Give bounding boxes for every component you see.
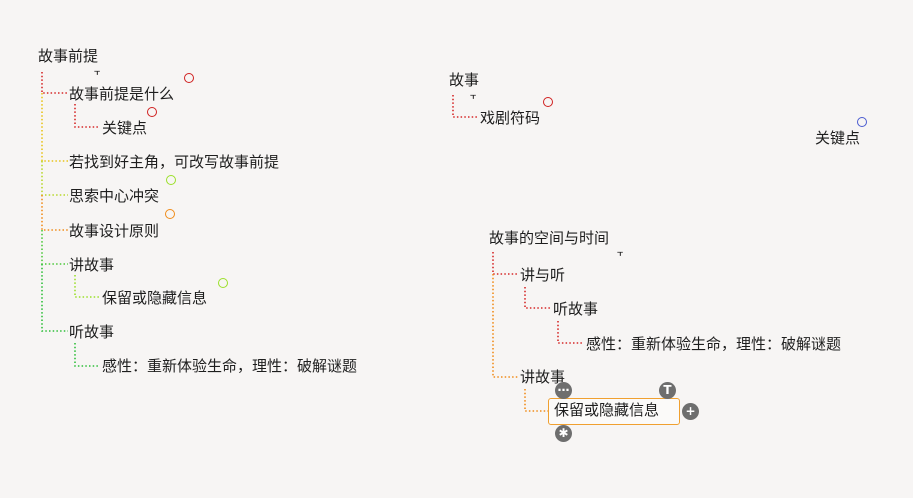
topic-drama-code[interactable]: 戏剧符码 — [480, 109, 541, 127]
connector — [524, 389, 548, 412]
star-icon[interactable]: ✱ — [555, 425, 572, 442]
topic-listen-story[interactable]: 听故事 — [69, 323, 115, 341]
topic-tell-story[interactable]: 讲故事 — [520, 368, 566, 386]
root-topic[interactable]: 故事 — [449, 71, 480, 89]
topic-sense-reason[interactable]: 感性：重新体验生命，理性：破解谜题 — [102, 357, 358, 375]
connector — [524, 287, 551, 309]
topic-design-principles[interactable]: 故事设计原则 — [69, 222, 160, 240]
selected-topic-keep-hide-info[interactable]: 保留或隐藏信息 — [548, 398, 680, 425]
marker-ring — [218, 278, 228, 288]
connector — [41, 195, 68, 231]
marker-ring — [543, 97, 553, 107]
connector — [74, 343, 100, 367]
connector — [41, 230, 68, 265]
topic-speak-listen[interactable]: 讲与听 — [520, 266, 566, 284]
marker-ring — [184, 73, 194, 83]
topic-icon[interactable]: T — [659, 382, 676, 399]
marker-ring — [857, 117, 867, 127]
more-icon[interactable]: ⋯ — [555, 382, 572, 399]
topic-key-point[interactable]: 关键点 — [102, 119, 148, 137]
topic-rewrite-premise[interactable]: 若找到好主角，可改写故事前提 — [69, 153, 280, 171]
root-topic[interactable]: 故事的空间与时间 — [489, 229, 610, 247]
marker-ring — [165, 209, 175, 219]
marker-ring — [147, 107, 157, 117]
root-topic[interactable]: 故事前提 — [38, 47, 99, 65]
topic-story-premise-what[interactable]: 故事前提是什么 — [69, 85, 175, 103]
connector — [41, 93, 68, 162]
marker-ring — [166, 175, 176, 185]
connector — [41, 264, 68, 332]
connector — [74, 275, 100, 298]
connector — [74, 104, 100, 128]
connector — [492, 252, 518, 275]
topic-central-conflict[interactable]: 思索中心冲突 — [69, 187, 160, 205]
topic-listen-story[interactable]: 听故事 — [553, 300, 599, 318]
selected-topic-label: 保留或隐藏信息 — [554, 401, 660, 419]
collapse-icon[interactable]: ⫟ — [94, 65, 101, 78]
collapse-icon[interactable]: ⫟ — [470, 89, 477, 102]
add-icon[interactable]: + — [682, 403, 699, 420]
connector — [492, 274, 518, 378]
topic-sense-reason[interactable]: 感性：重新体验生命，理性：破解谜题 — [586, 335, 842, 353]
floating-topic-key-point[interactable]: 关键点 — [815, 129, 861, 147]
collapse-icon[interactable]: ⫟ — [617, 246, 624, 259]
connector — [557, 321, 584, 344]
topic-keep-hide-info[interactable]: 保留或隐藏信息 — [102, 289, 208, 307]
connector — [41, 161, 68, 196]
connector — [41, 72, 68, 94]
topic-tell-story[interactable]: 讲故事 — [69, 256, 115, 274]
